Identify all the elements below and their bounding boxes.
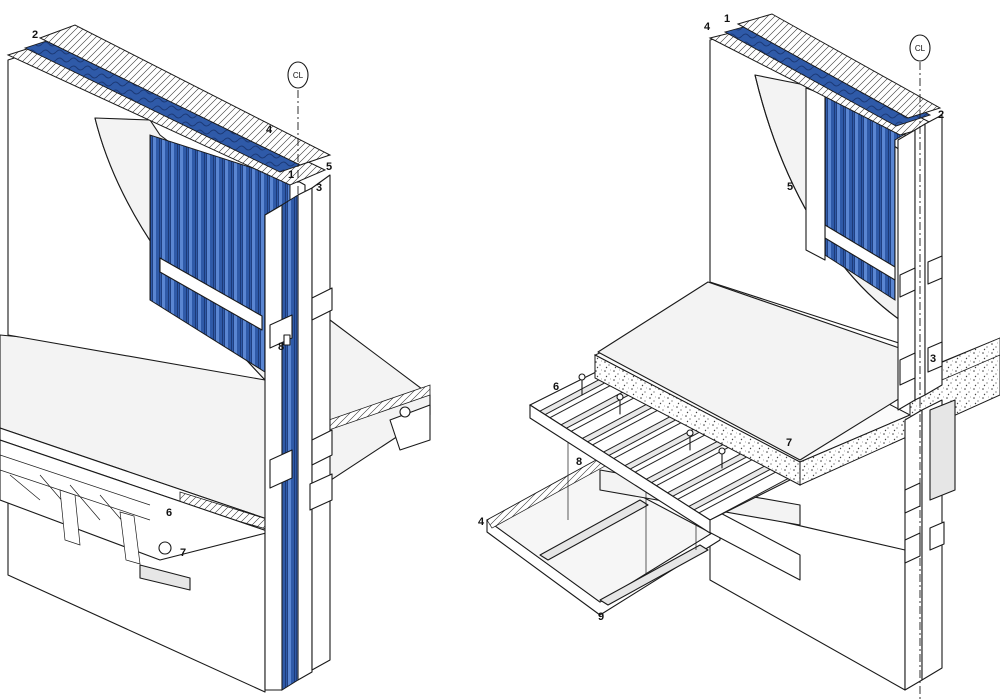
left-vertical-board-c (311, 174, 331, 671)
left-callout-6: 6 (166, 507, 172, 519)
left-joist-webs (0, 454, 151, 565)
right-wall-floor-detail: CL 1 2 3 4 5 6 7 8 9 4 (478, 13, 1000, 700)
left-ceiling-channel-back (389, 404, 431, 451)
left-bracket-lower-b (311, 429, 333, 466)
left-bracket-mid (311, 287, 333, 321)
left-callout-4: 4 (266, 124, 273, 136)
left-callout-2: 2 (32, 29, 38, 41)
left-centerline-bubble (287, 61, 309, 89)
right-callout-1: 1 (724, 13, 730, 25)
right-bracket-2 (927, 255, 943, 285)
right-bracket-1 (899, 267, 916, 298)
left-callout-5: 5 (326, 161, 332, 173)
left-top-board-2 (38, 24, 332, 166)
right-callout-9: 9 (598, 611, 604, 623)
right-bracket-3 (899, 352, 916, 386)
right-centerline-bubble (909, 34, 931, 62)
right-stud-frame (805, 87, 826, 261)
right-metal-deck-edge (529, 404, 711, 534)
right-centerline-label: CL (915, 44, 926, 53)
left-callout-1: 1 (288, 169, 294, 181)
right-ceiling-channel-2 (599, 544, 709, 606)
left-centerline-label: CL (293, 71, 304, 80)
left-vertical-blue-band (281, 194, 299, 691)
left-vertical-board-a (264, 204, 283, 691)
right-ceiling-channel-1 (539, 499, 649, 561)
right-callout-8: 8 (576, 456, 582, 468)
left-resilient-clip (158, 541, 172, 555)
right-shear-studs (578, 373, 726, 469)
left-ceiling-channel (139, 564, 191, 591)
right-steel-column (929, 399, 956, 501)
left-callout-3: 3 (316, 182, 322, 194)
left-bracket-lower-c (309, 473, 333, 511)
left-callout-7: 7 (180, 547, 186, 559)
left-vertical-board-b (297, 187, 313, 681)
right-vertical-board-c (924, 114, 943, 396)
right-callout-5: 5 (787, 181, 793, 193)
right-top-board-2 (736, 13, 942, 119)
right-callout-4: 4 (704, 21, 711, 33)
right-bracket-6 (904, 532, 921, 564)
left-resilient-clip-back (399, 406, 411, 418)
left-wall-floor-detail: CL 1 2 3 4 5 6 7 8 (0, 24, 431, 693)
right-callout-4b: 4 (478, 516, 485, 528)
right-bracket-4 (927, 341, 943, 373)
left-bracket-lower (269, 449, 293, 489)
left-blocking (159, 257, 263, 331)
right-callout-7: 7 (786, 437, 792, 449)
right-callout-2: 2 (938, 109, 944, 121)
right-callout-6: 6 (553, 381, 559, 393)
left-callout-8: 8 (278, 341, 284, 353)
right-callout-3: 3 (930, 353, 936, 365)
left-fastener (283, 334, 291, 346)
right-bracket-7 (929, 521, 945, 551)
